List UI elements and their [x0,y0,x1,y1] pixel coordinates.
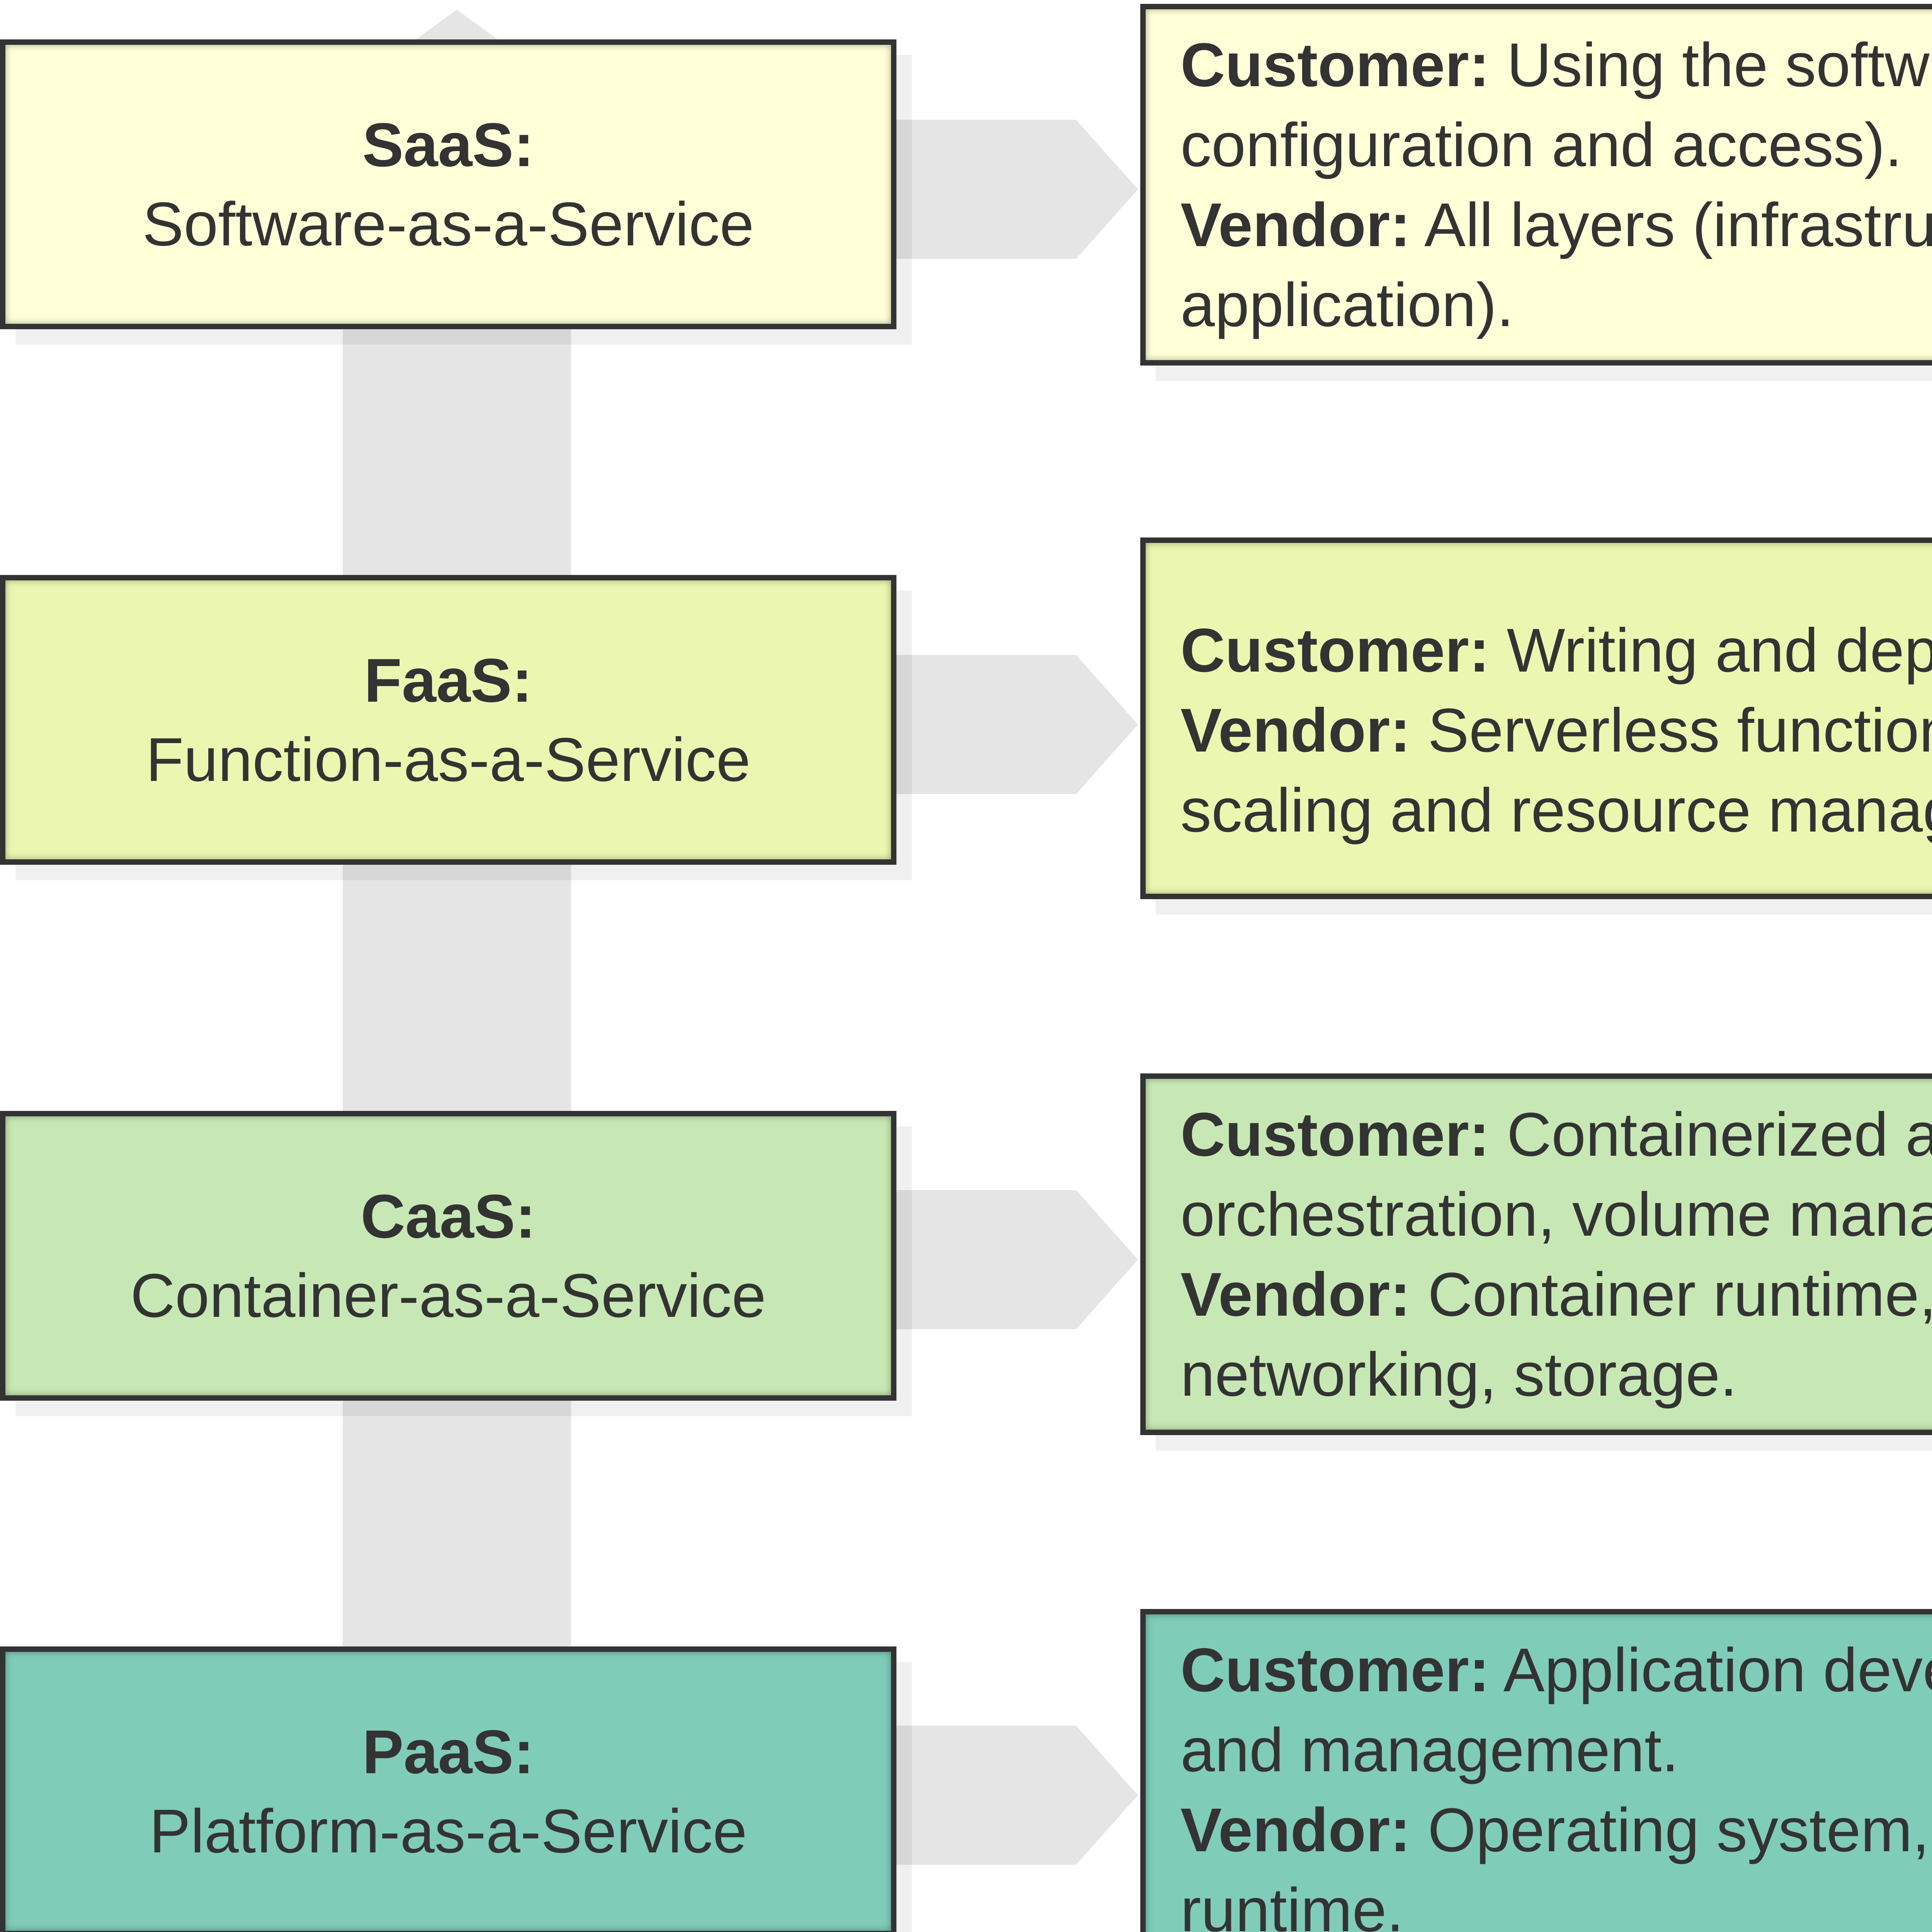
vendor-responsibility: Vendor: Operating system, middleware and… [1180,1795,1932,1932]
vertical-spine-arrow [343,10,571,1932]
layer-abbr: CaaS: [361,1182,536,1251]
connector-arrow-paas [896,1726,1138,1865]
layer-abbr: SaaS: [362,110,534,179]
layer-box-caas: CaaS: Container-as-a-Service [0,1111,896,1401]
responsibility-box-caas: Customer: Containerized applications and… [1140,1073,1932,1435]
customer-responsibility: Customer: Containerized applications and… [1180,1100,1932,1249]
responsibility-box-paas: Customer: Application development, deplo… [1140,1609,1932,1932]
layer-name: Container-as-a-Service [130,1261,766,1330]
customer-responsibility: Customer: Using the software (limited to… [1180,30,1932,179]
responsibility-box-faas: Customer: Writing and deploying function… [1140,537,1932,899]
connector-arrow-saas [896,120,1138,259]
vendor-responsibility: Vendor: Container runtime, scheduling, n… [1180,1260,1932,1409]
vendor-responsibility: Vendor: Serverless function execution, p… [1180,695,1932,845]
layer-name: Function-as-a-Service [146,725,751,794]
responsibility-box-saas: Customer: Using the software (limited to… [1140,4,1932,366]
layer-name: Platform-as-a-Service [149,1796,747,1866]
connector-arrow-faas [896,655,1138,794]
layer-abbr: FaaS: [364,646,532,715]
customer-responsibility: Customer: Application development, deplo… [1180,1635,1932,1784]
layer-box-faas: FaaS: Function-as-a-Service [0,575,896,865]
layer-abbr: PaaS: [362,1717,534,1786]
layer-box-paas: PaaS: Platform-as-a-Service [0,1646,896,1932]
layer-name: Software-as-a-Service [142,189,754,259]
vendor-responsibility: Vendor: All layers (infrastructure, plat… [1180,190,1932,339]
connector-arrow-caas [896,1190,1138,1329]
layer-box-saas: SaaS: Software-as-a-Service [0,39,896,329]
customer-responsibility: Customer: Writing and deploying function… [1180,615,1932,685]
